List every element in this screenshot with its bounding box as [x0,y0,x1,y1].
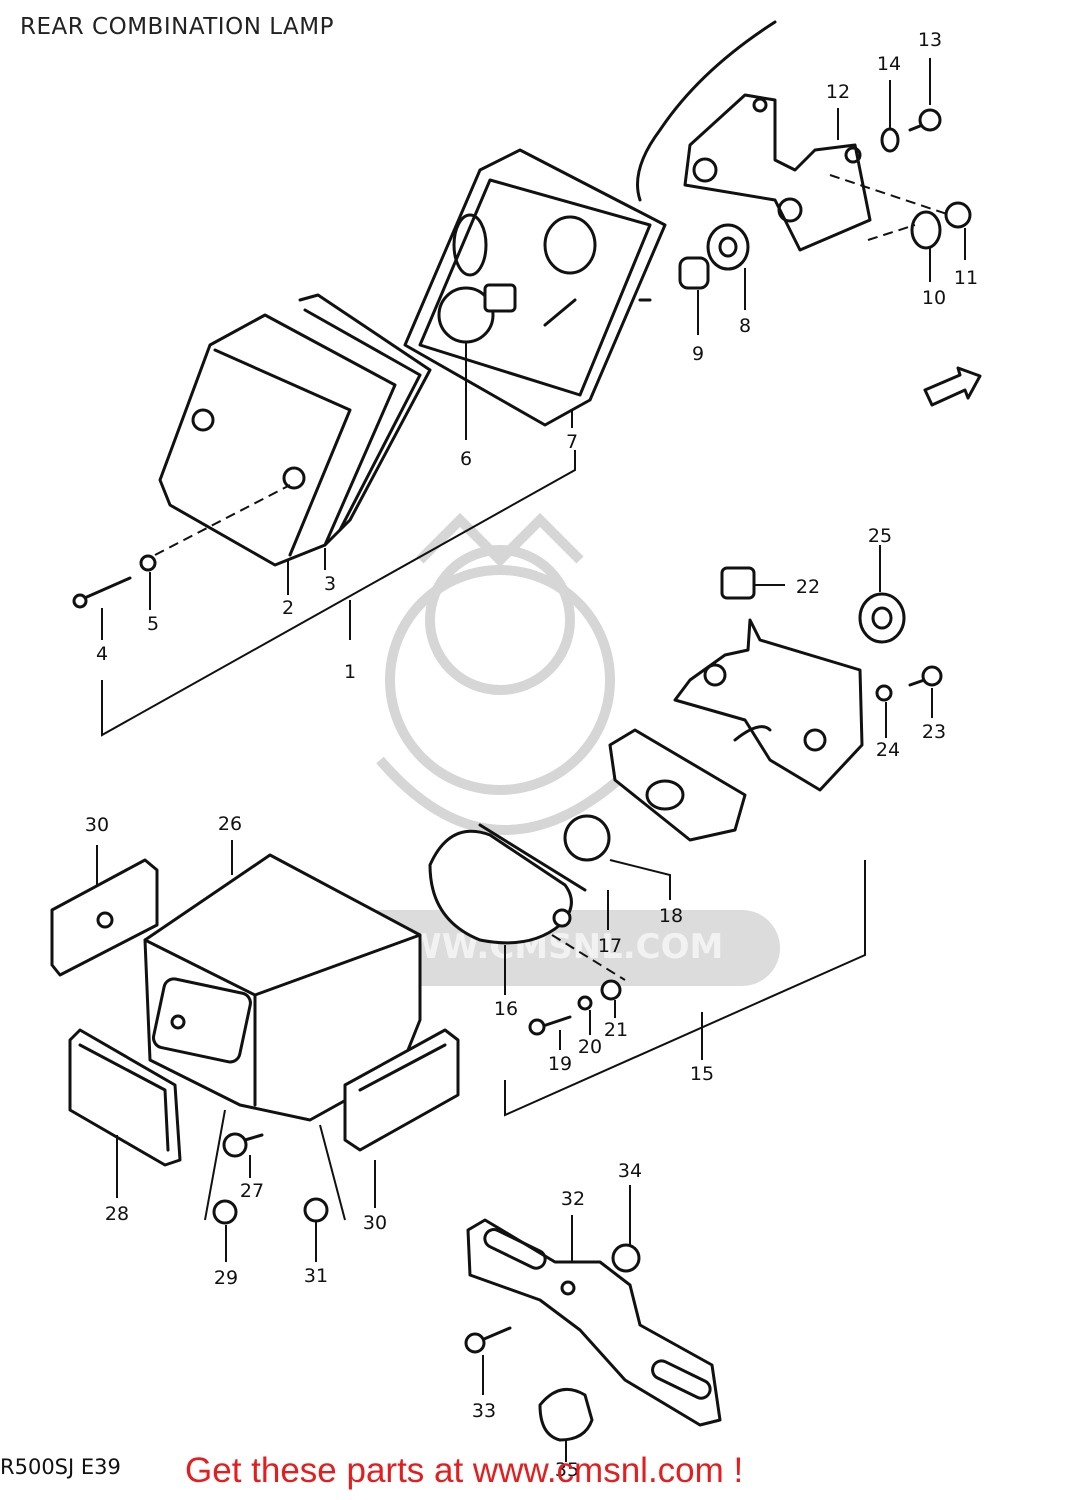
cap-35 [538,1387,594,1442]
part-label: 3 [324,573,336,595]
part-label: 10 [922,287,946,309]
leader-lines [96,58,966,1462]
lens-2 [158,313,397,567]
part-label: 11 [954,267,978,289]
reflector-30-bottom [343,1028,460,1152]
part-label: 18 [659,905,683,927]
part-label: 14 [877,53,901,75]
part-label: 25 [868,525,892,547]
socket-base [608,725,772,842]
reflector-28 [68,1028,182,1167]
part-label: 7 [566,431,578,453]
part-label: 6 [460,448,472,470]
wire-cable [636,20,777,202]
bulb-6 [437,283,517,344]
part-label: 16 [494,998,518,1020]
cap-22 [720,566,756,600]
license-bracket-32 [466,1218,722,1427]
part-label: 27 [240,1180,264,1202]
promo-link[interactable]: Get these parts at www.cmsnl.com ! [185,1451,744,1490]
part-label: 30 [363,1212,387,1234]
part-label: 23 [922,721,946,743]
part-label: 15 [690,1063,714,1085]
part-label: 35 [555,1459,579,1481]
washer-5 [139,554,157,572]
part-label: 20 [578,1036,602,1058]
part-label: 2 [282,597,294,619]
housing-26 [143,853,422,1122]
part-label: 30 [85,814,109,836]
part-label: 33 [472,1400,496,1422]
part-label: 19 [548,1053,572,1075]
part-label: 1 [344,661,356,683]
part-label: 29 [214,1267,238,1289]
grommet-25 [858,592,906,644]
part-label: 12 [826,81,850,103]
bracket-12 [683,93,872,252]
fwd-arrow-icon [923,366,982,407]
washer-24 [875,684,893,702]
gasket-17 [552,908,572,928]
part-label: 22 [796,576,820,598]
nut-11 [944,201,972,229]
washer-20 [577,995,593,1011]
grommet-8 [706,223,750,271]
collar-9 [678,256,710,290]
washer-14 [880,127,900,153]
part-label: 21 [604,1019,628,1041]
rivet-27 [222,1132,248,1158]
part-label: 24 [876,739,900,761]
nut-31 [303,1197,329,1223]
washer-10 [910,210,942,250]
lamp-housing-7 [403,148,667,427]
part-label: 5 [147,613,159,635]
part-label: 13 [918,29,942,51]
nut-34 [611,1243,641,1273]
bulb-18 [563,814,611,862]
diagram-title: REAR COMBINATION LAMP [20,14,335,40]
part-label: 31 [304,1265,328,1287]
model-code: R500SJ E39 [0,1455,121,1479]
part-label: 17 [598,935,622,957]
lens-16 [428,823,587,945]
lamp-bracket-assembly [673,566,943,792]
part-label: 34 [618,1160,642,1182]
cms-watermark: WWW.CMSNL.COM [310,512,780,986]
part-label: 8 [739,315,751,337]
part-label: 26 [218,813,242,835]
part-label: 32 [561,1188,585,1210]
nut-29 [212,1199,238,1225]
reflector-30-top [50,858,159,977]
part-label: 4 [96,643,108,665]
part-label: 28 [105,1203,129,1225]
part-label: 9 [692,343,704,365]
nut-21 [600,979,622,1001]
part-number-labels: 1 2 3 4 5 6 7 8 9 10 11 12 13 14 15 16 1… [85,29,978,1481]
screw-4 [78,576,132,602]
